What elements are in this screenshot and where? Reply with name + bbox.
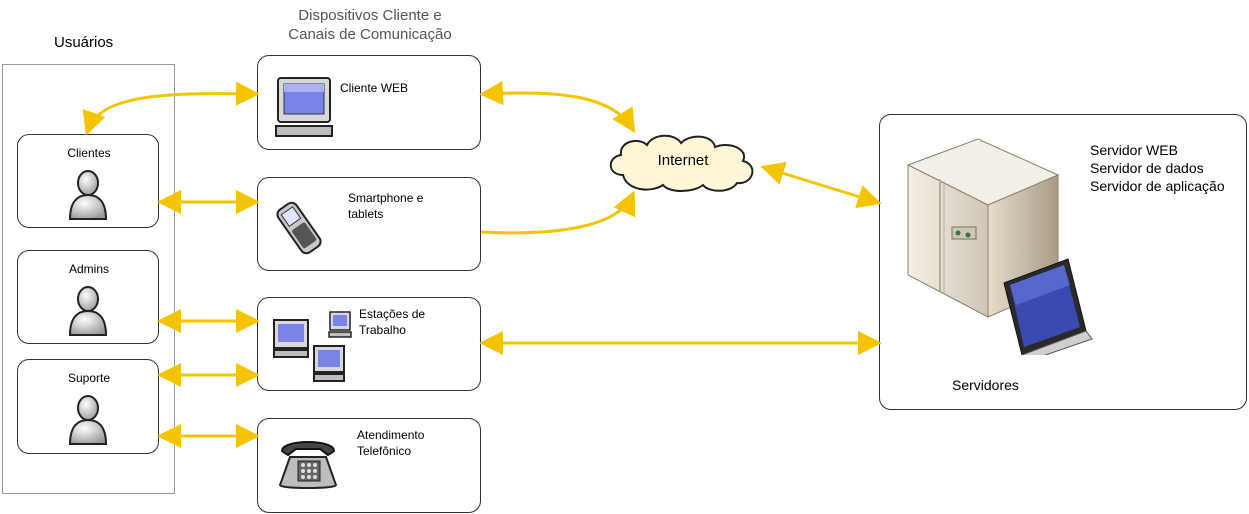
monitor-icon: [275, 77, 333, 137]
device-box-smartphone[interactable]: Smartphone e tablets: [257, 177, 481, 271]
mobile-phone-icon: [276, 201, 322, 255]
telephone-icon: [278, 441, 338, 489]
user-label-clientes: Clientes: [67, 146, 111, 160]
user-box-suporte[interactable]: Suporte: [17, 359, 159, 454]
person-icon: [68, 170, 108, 220]
server-caption: Servidores: [952, 377, 1019, 393]
server-role-dados: Servidor de dados: [1090, 160, 1204, 176]
device-label-atendimento: Atendimento Telefônico: [357, 428, 425, 458]
device-box-atendimento[interactable]: Atendimento Telefônico: [257, 418, 481, 513]
user-label-admins: Admins: [68, 262, 109, 276]
workstations-icon: [273, 311, 352, 382]
connector-clientes-clienteweb: [82, 81, 260, 136]
devices-heading-line1: Dispositivos Cliente e: [298, 7, 442, 24]
server-role-aplicacao: Servidor de aplicação: [1090, 178, 1225, 194]
connector-clienteweb-internet: [479, 81, 636, 134]
cloud-icon: [609, 134, 754, 192]
person-icon: [68, 395, 108, 445]
device-label-cliente-web: Cliente WEB: [340, 81, 409, 95]
server-roles: Servidor WEB Servidor de dados Servidor …: [1090, 141, 1225, 195]
user-label-suporte: Suporte: [67, 371, 111, 385]
devices-heading-line2: Canais de Comunicação: [288, 26, 452, 43]
server-box[interactable]: Servidor WEB Servidor de dados Servidor …: [879, 114, 1247, 410]
device-box-estacoes[interactable]: Estações de Trabalho: [257, 297, 481, 391]
users-heading: Usuários: [54, 34, 114, 51]
connector-internet-servers: [760, 161, 882, 209]
user-box-admins[interactable]: Admins: [17, 250, 159, 344]
device-box-cliente-web[interactable]: Cliente WEB: [257, 55, 481, 150]
device-label-smartphone: Smartphone e tablets: [348, 191, 424, 221]
devices-heading: Dispositivos Cliente e Canais de Comunic…: [270, 6, 470, 44]
server-role-web: Servidor WEB: [1090, 142, 1178, 158]
server-tower-icon: [906, 138, 1093, 355]
device-label-estacoes: Estações de Trabalho: [359, 307, 426, 337]
connector-smartphone-internet: [480, 190, 636, 235]
internet-label: Internet: [657, 152, 709, 169]
person-icon: [68, 286, 108, 336]
internet-node[interactable]: Internet: [603, 131, 763, 193]
